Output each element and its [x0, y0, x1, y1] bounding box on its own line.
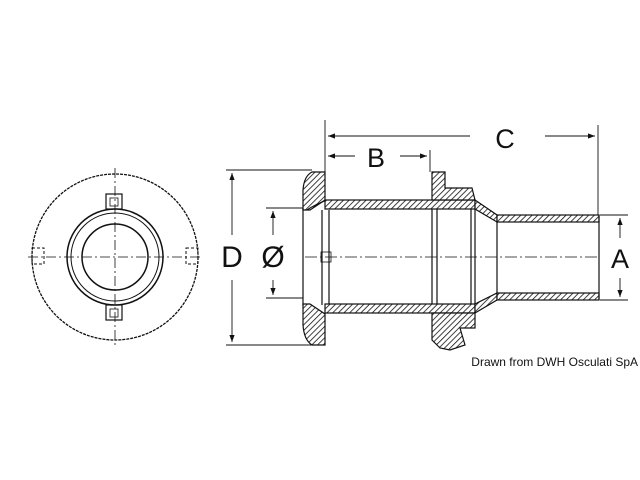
dimension-label-a: A: [611, 244, 629, 274]
dimension-label-d: D: [221, 241, 243, 274]
dimension-label-b: B: [367, 143, 385, 173]
dimension-lines: [226, 120, 628, 346]
side-section-view: [302, 171, 600, 351]
credit-text: Drawn from DWH Osculati SpA: [471, 355, 638, 369]
dimension-label-diameter: Ø: [261, 241, 284, 274]
dimension-label-c: C: [495, 124, 515, 154]
front-view: [28, 168, 202, 346]
